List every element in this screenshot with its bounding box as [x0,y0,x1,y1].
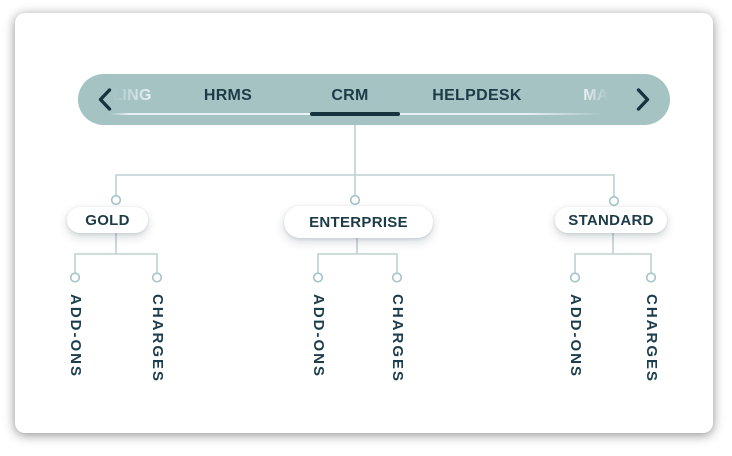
tab-hrms[interactable]: HRMS [203,87,253,104]
scroll-left-button[interactable] [93,86,119,113]
active-tab-indicator [310,112,400,116]
tab-crm[interactable]: CRM [331,87,369,104]
node-standard[interactable]: STANDARD [555,207,667,233]
product-tabbar: LING HRMS CRM HELPDESK MA [78,74,670,125]
tab-partial-right[interactable]: MA [583,87,609,104]
tab-partial-left[interactable]: LING [112,87,152,104]
leaf-standard-add-ons[interactable]: ADD-ONS [567,294,584,378]
leaf-enterprise-add-ons[interactable]: ADD-ONS [310,294,327,378]
chevron-right-icon [636,88,650,111]
leaf-gold-charges[interactable]: CHARGES [149,294,166,384]
tab-helpdesk[interactable]: HELPDESK [432,87,522,104]
leaf-gold-add-ons[interactable]: ADD-ONS [67,294,84,378]
scroll-right-button[interactable] [629,86,655,113]
node-gold[interactable]: GOLD [67,207,148,233]
leaf-enterprise-charges[interactable]: CHARGES [389,294,406,384]
node-enterprise[interactable]: ENTERPRISE [284,206,433,238]
chevron-left-icon [98,88,112,111]
leaf-standard-charges[interactable]: CHARGES [643,294,660,384]
